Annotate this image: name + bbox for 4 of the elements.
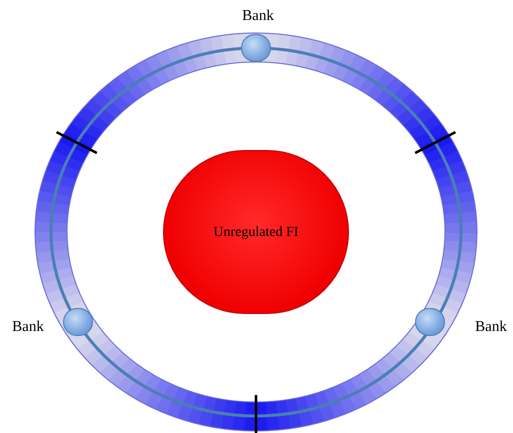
bank-label: Bank	[241, 7, 275, 26]
hub-label: Unregulated FI	[213, 224, 299, 242]
bank-label: Bank	[474, 318, 508, 337]
bank-label: Bank	[11, 318, 45, 337]
